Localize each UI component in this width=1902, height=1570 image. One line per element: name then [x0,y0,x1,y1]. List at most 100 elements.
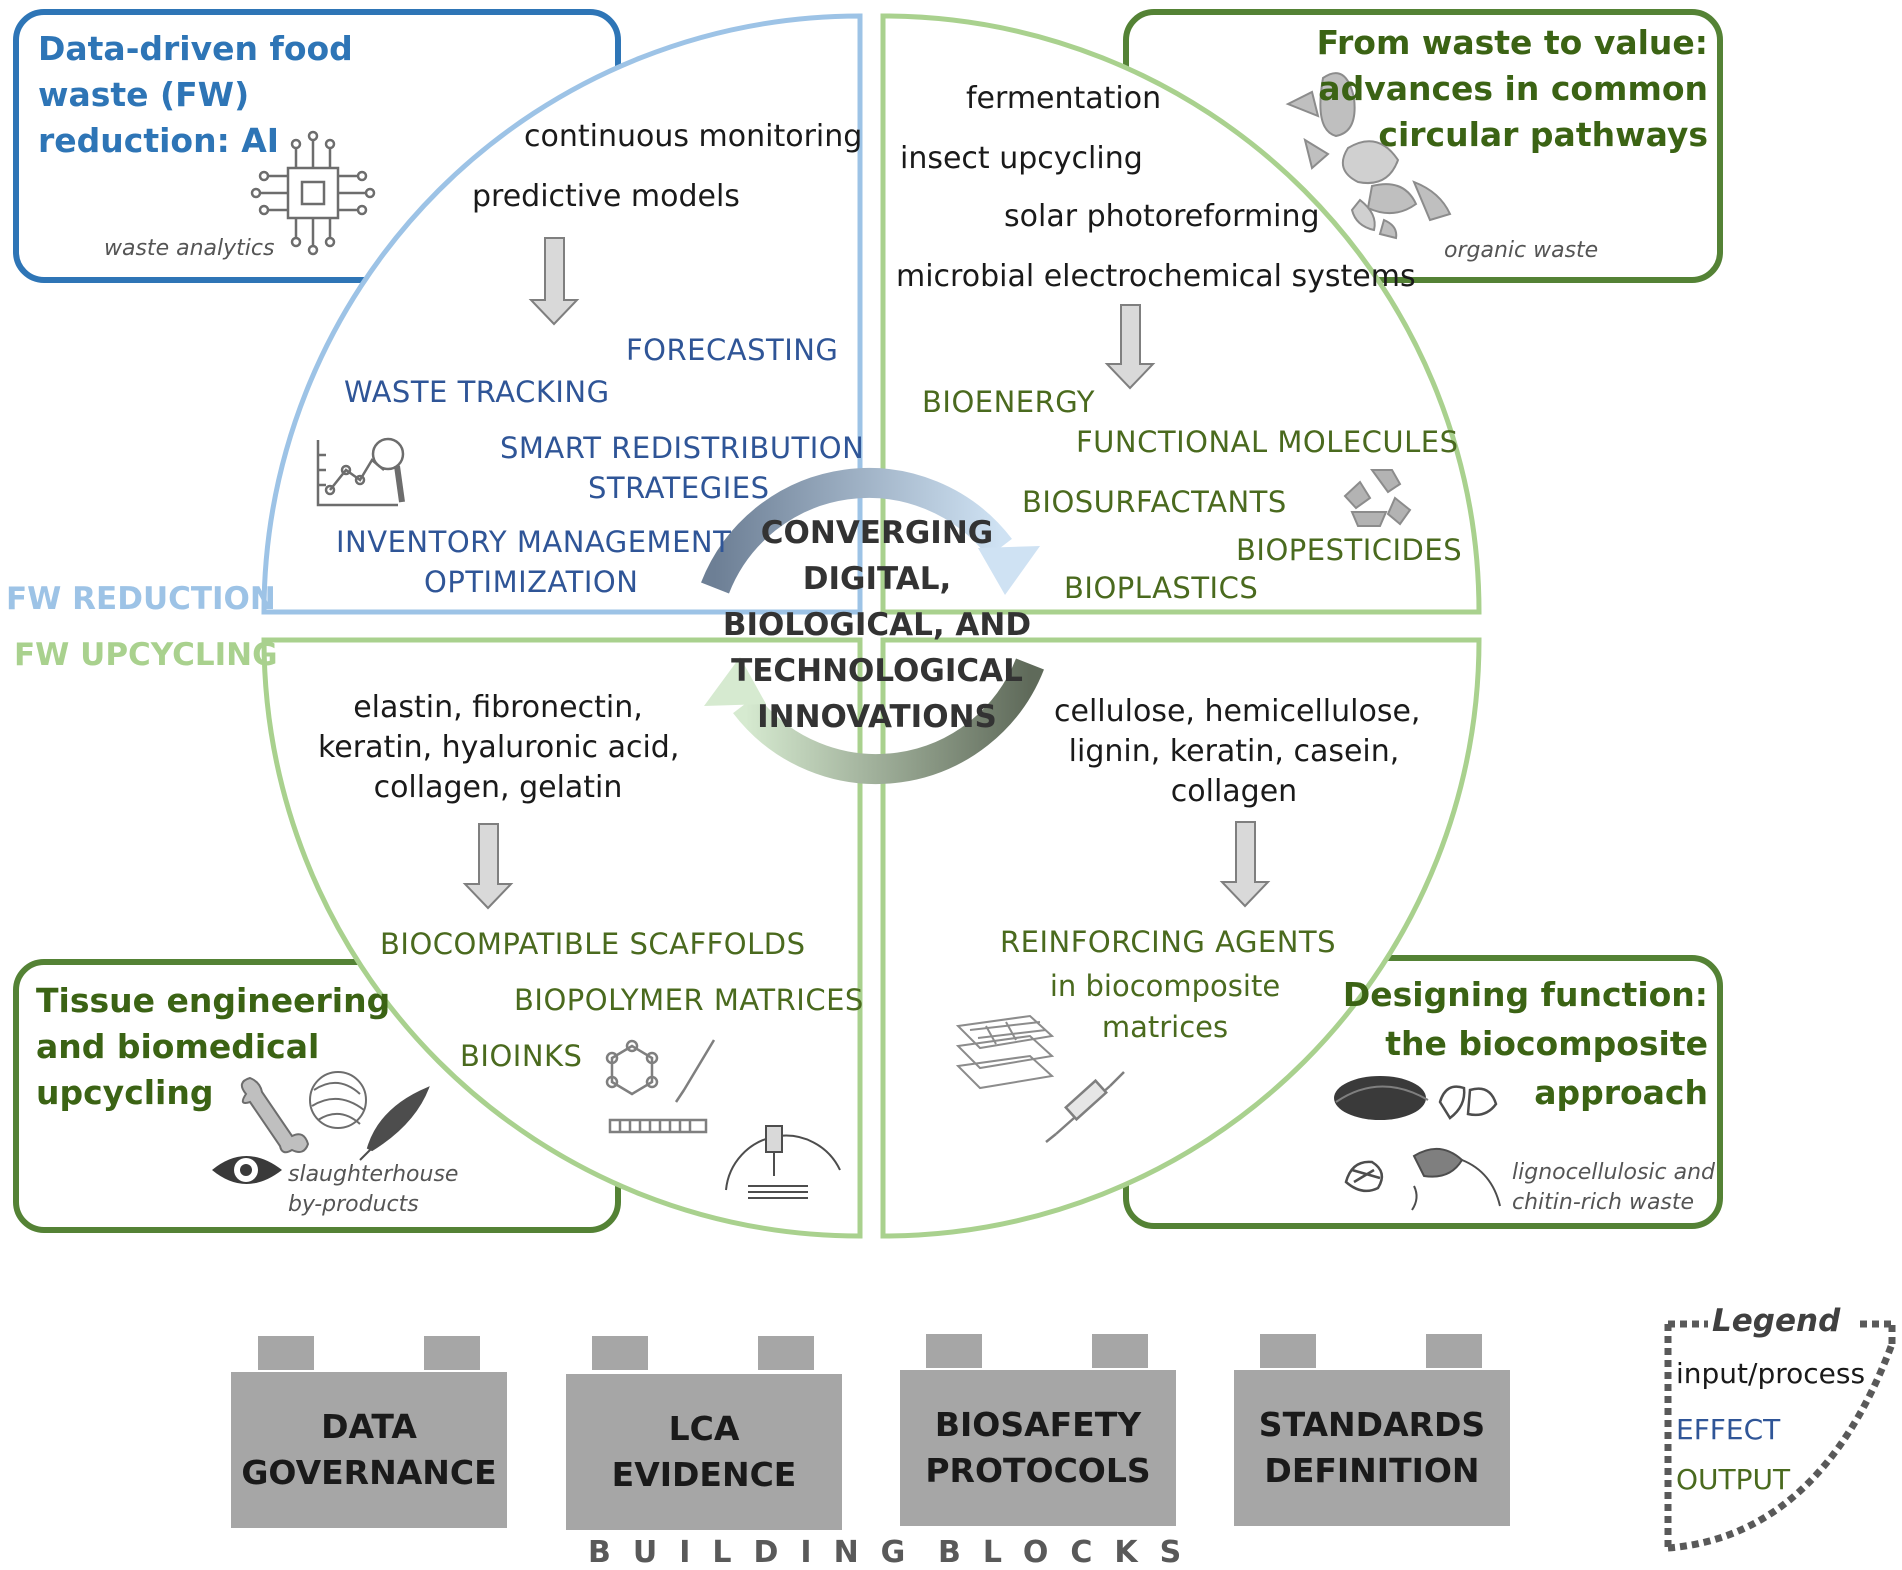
block-tab [758,1336,814,1370]
shrimp-icon [1411,1148,1501,1211]
legend-frame [1664,1324,1896,1552]
block-label-line-1: STANDARDS [1258,1405,1486,1444]
block-label-line-1: BIOSAFETY [934,1405,1142,1444]
output-reinforcing-agents: REINFORCING AGENTS [1000,925,1337,959]
chart-magnifier-icon [316,437,405,507]
title-bottom-right: Designing function: the biocomposite app… [1343,970,1708,1117]
title-bottom-right-line-1: Designing function: [1342,975,1708,1014]
caption-bottom-right-line-2: chitin-rich waste [1512,1190,1695,1215]
output-reinforcing-detail-line-2: matrices [1101,1010,1229,1044]
block-tab [592,1336,648,1370]
label-fw-reduction: FW REDUCTION [6,581,276,617]
effect-inventory-management: INVENTORY MANAGEMENT [336,525,732,559]
title-bottom-left: Tissue engineering and biomedical upcycl… [36,978,390,1116]
inputs-bottom-right: cellulose, hemicellulose, lignin, kerati… [1054,692,1421,812]
input-bottom-left-line-1: elastin, fibronectin, [353,690,643,725]
block-tab [1260,1334,1316,1368]
building-caption-word-1: BUILDING [588,1535,928,1570]
caption-bottom-right: lignocellulosic and chitin-rich waste [1512,1158,1715,1218]
title-bottom-left-line-1: Tissue engineering [36,981,391,1020]
recycle-icon [1343,469,1412,527]
effect-forecasting: FORECASTING [626,333,839,367]
title-bottom-right-line-2: the biocomposite [1385,1024,1708,1063]
effect-strategies: STRATEGIES [588,471,770,505]
input-fermentation: fermentation [966,81,1162,116]
input-bottom-right-line-3: collagen [1170,774,1298,809]
center-line-4: TECHNOLOGICAL [731,653,1023,689]
output-bioenergy: BIOENERGY [922,385,1096,419]
down-arrow-top-right [1104,304,1156,390]
block-tab [258,1336,314,1370]
bone-icon [240,1076,310,1154]
block-body: BIOSAFETY PROTOCOLS [900,1370,1176,1526]
down-arrow-bottom-left [462,823,514,910]
output-reinforcing-detail: in biocomposite matrices [1020,966,1310,1048]
block-label-line-2: PROTOCOLS [925,1451,1151,1490]
output-biocompatible-scaffolds: BIOCOMPATIBLE SCAFFOLDS [380,927,806,961]
effect-smart-redistribution: SMART REDISTRIBUTION [500,431,865,465]
title-bottom-right-line-3: approach [1534,1073,1708,1112]
input-bottom-right-line-1: cellulose, hemicellulose, [1054,694,1421,729]
title-top-right-line-2: advances in common [1318,69,1708,108]
caption-top-right: organic waste [1444,238,1599,263]
title-top-right: From waste to value: advances in common … [1317,20,1708,158]
title-bottom-left-line-3: upcycling [36,1073,214,1112]
caption-bottom-left-line-2: by-products [288,1192,419,1217]
block-tab [424,1336,480,1370]
caption-bottom-left: slaughterhouse by-products [288,1160,458,1220]
block-body: DATA GOVERNANCE [231,1372,507,1528]
block-tab [1092,1334,1148,1368]
input-solar-photoreforming: solar photoreforming [1004,199,1320,234]
caption-bottom-left-line-1: slaughterhouse [288,1162,459,1187]
title-top-left-line-2: waste (FW) [38,75,250,114]
fiber-pile-icon [1334,1076,1429,1120]
block-body: STANDARDS DEFINITION [1234,1370,1510,1526]
input-continuous-monitoring: continuous monitoring [524,119,863,154]
output-biopesticides: BIOPESTICIDES [1236,533,1463,567]
title-top-right-line-3: circular pathways [1378,115,1708,154]
inputs-bottom-left: elastin, fibronectin, keratin, hyaluroni… [318,688,680,808]
center-line-3: BIOLOGICAL, AND [722,607,1032,643]
center-line-1: CONVERGING [760,515,994,551]
input-bottom-left-line-2: keratin, hyaluronic acid, [318,730,680,765]
title-top-left: Data-driven food waste (FW) reduction: A… [38,26,353,164]
input-insect-upcycling: insect upcycling [900,141,1143,176]
output-biosurfactants: BIOSURFACTANTS [1022,485,1287,519]
output-functional-molecules: FUNCTIONAL MOLECULES [1076,425,1459,459]
caption-bottom-right-line-1: lignocellulosic and [1512,1160,1716,1185]
wool-icon [309,1071,367,1129]
quadrant-bottom-right [880,637,1482,1239]
quadrant-top-right [880,13,1482,615]
output-reinforcing-detail-line-1: in biocomposite [1049,969,1281,1003]
block-label-line-2: GOVERNANCE [241,1453,497,1492]
quadrant-bottom-left [261,637,863,1239]
output-biopolymer-matrices: BIOPOLYMER MATRICES [514,983,864,1017]
block-label-line-2: EVIDENCE [611,1455,797,1494]
legend-input-process: input/process [1676,1357,1866,1390]
effect-optimization: OPTIMIZATION [424,565,639,599]
block-tab [1426,1334,1482,1368]
effect-waste-tracking: WASTE TRACKING [344,375,610,409]
shell-icon [1438,1085,1498,1120]
down-arrow-top-left [528,237,580,326]
title-top-left-line-3: reduction: AI [38,121,280,160]
input-bottom-right-line-2: lignin, keratin, casein, [1068,734,1400,769]
block-label-line-1: LCA [668,1409,740,1448]
chip-icon [250,130,376,256]
block-tab [926,1334,982,1368]
center-line-5: INNOVATIONS [757,699,997,735]
eye-icon [212,1156,282,1184]
caption-top-left: waste analytics [104,236,275,261]
center-label: CONVERGING DIGITAL, BIOLOGICAL, AND TECH… [712,510,1042,740]
legend-title: Legend [1712,1303,1841,1339]
output-bioinks: BIOINKS [460,1039,583,1073]
syringe-icon [1045,1071,1125,1143]
label-fw-upcycling: FW UPCYCLING [14,637,278,673]
molecule-pipette-icon [605,1039,716,1134]
title-top-left-line-1: Data-driven food [38,29,353,68]
down-arrow-bottom-right [1219,821,1271,908]
input-predictive-models: predictive models [472,179,740,214]
block-label-line-2: DEFINITION [1264,1451,1480,1490]
